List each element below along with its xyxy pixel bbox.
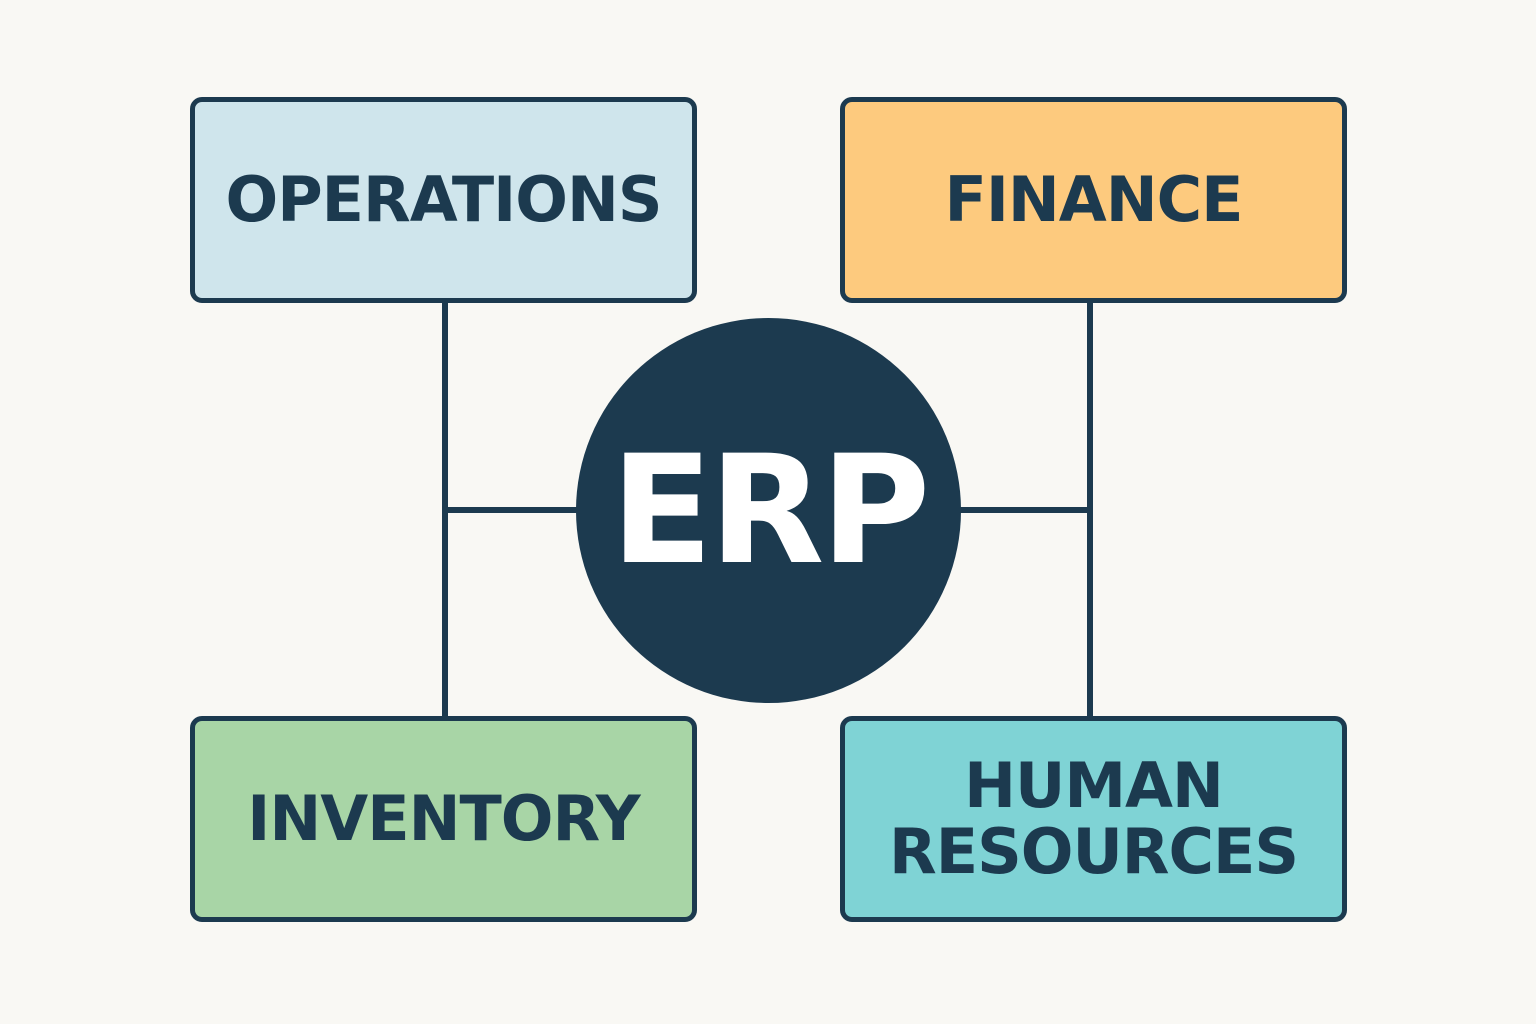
module-label: FINANCE [944,163,1243,236]
erp-center-node: ERP [576,318,961,703]
connector-right-horizontal [955,507,1093,513]
module-finance: FINANCE [840,97,1347,303]
erp-label: ERP [610,423,931,598]
module-human-resources: HUMAN RESOURCES [840,716,1347,922]
module-inventory: INVENTORY [190,716,697,922]
module-label: OPERATIONS [225,163,662,236]
module-label: HUMAN RESOURCES [888,749,1299,888]
connector-left-horizontal [442,507,582,513]
module-label: INVENTORY [247,782,640,855]
module-operations: OPERATIONS [190,97,697,303]
